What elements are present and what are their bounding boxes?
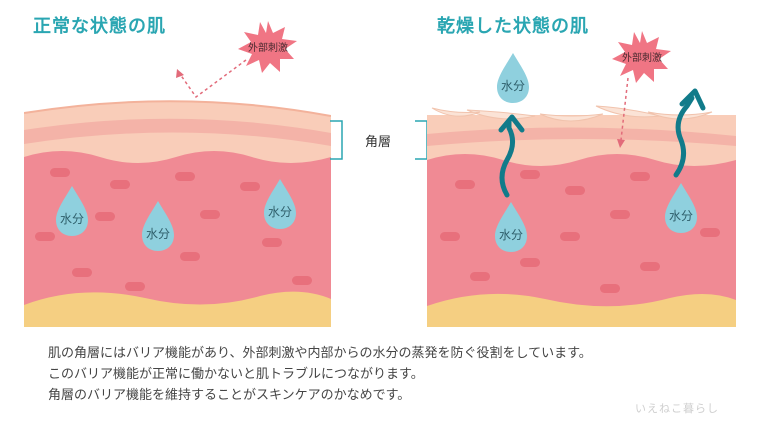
deflected-arrow-head — [176, 69, 184, 78]
caption-line-1: 肌の角層にはバリア機能があり、外部刺激や内部からの水分の蒸発を防ぐ役割をしていま… — [48, 346, 592, 361]
svg-text:外部刺激: 外部刺激 — [622, 51, 662, 64]
stratum-corneum-label: 角層 — [365, 135, 391, 150]
svg-text:外部刺激: 外部刺激 — [248, 41, 288, 54]
evaporation-arrow-right — [673, 95, 695, 178]
dry-dermis-cells — [440, 170, 720, 293]
dry-dermis-layer — [427, 154, 736, 327]
svg-text:水分: 水分 — [60, 212, 84, 226]
svg-text:水分: 水分 — [501, 79, 525, 93]
evaporation-arrow-left-head — [498, 114, 525, 133]
evaporation-arrow-right-head — [679, 88, 706, 111]
svg-text:水分: 水分 — [669, 209, 693, 223]
skin-surface-line — [24, 100, 331, 117]
stratum-bracket-right — [415, 120, 428, 160]
dry-stratum-stripe — [427, 127, 736, 146]
caption-line-2: このバリア機能が正常に働かないと肌トラブルにつながります。 — [48, 367, 424, 382]
external-stimulus-burst-right: 外部刺激 — [612, 31, 671, 83]
moisture-droplet-right-bottom-2: 水分 — [665, 183, 697, 233]
fat-layer — [24, 291, 331, 327]
penetrating-stimulus-arrow — [620, 77, 629, 141]
evaporation-arrow-left — [499, 119, 515, 198]
stratum-bracket-left — [330, 120, 343, 160]
deflected-stimulus-arrow — [179, 59, 247, 99]
explanation-caption: 肌の角層にはバリア機能があり、外部刺激や内部からの水分の蒸発を防ぐ役割をしていま… — [48, 343, 592, 406]
dermis-layer — [24, 151, 331, 327]
watermark: いえねこ暮らし — [635, 402, 719, 415]
penetrating-arrow-head — [617, 139, 625, 148]
title-normal-skin: 正常な状態の肌 — [33, 16, 166, 37]
peeling-flakes — [431, 105, 713, 122]
moisture-droplet-left-3: 水分 — [264, 179, 296, 229]
dermis-cells — [35, 168, 312, 291]
svg-text:水分: 水分 — [268, 205, 292, 219]
title-dry-skin: 乾燥した状態の肌 — [437, 16, 589, 37]
moisture-droplet-left-2: 水分 — [142, 201, 174, 251]
moisture-droplet-left-1: 水分 — [56, 186, 88, 236]
svg-text:水分: 水分 — [146, 227, 170, 241]
svg-text:水分: 水分 — [499, 228, 523, 242]
stratum-stripe — [24, 118, 331, 146]
caption-line-3: 角層のバリア機能を維持することがスキンケアのかなめです。 — [48, 388, 411, 403]
normal-skin-section — [24, 100, 331, 327]
moisture-droplet-right-bottom-1: 水分 — [495, 202, 527, 252]
moisture-droplet-evaporated: 水分 — [497, 53, 529, 103]
dry-fat-layer — [427, 293, 736, 327]
external-stimulus-burst-left: 外部刺激 — [238, 21, 297, 73]
